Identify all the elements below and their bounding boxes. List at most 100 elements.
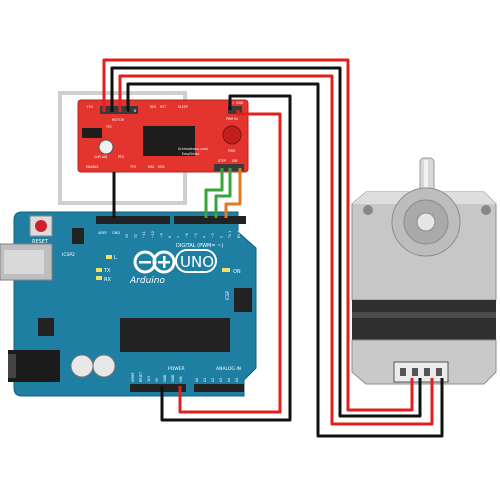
pin-label: 3V3 [147, 376, 151, 382]
pin-label: 7 [177, 236, 181, 238]
label-pwr-led: PWR [228, 149, 236, 153]
pin-label: A5 [235, 378, 239, 382]
led-rx [96, 276, 102, 280]
pin-label: ~3 [211, 233, 215, 238]
wire-dir [224, 168, 242, 218]
label-ms2: MS2 [158, 165, 165, 169]
capacitor [222, 125, 242, 145]
pin-label: ~10 [151, 231, 155, 238]
wire-step-2 [204, 168, 224, 218]
stepper-motor [351, 157, 497, 385]
led-tx-label: TX [103, 268, 111, 274]
brand-label: Arduino [129, 276, 165, 286]
arduino-logo [133, 250, 176, 274]
led-l-label: L [114, 255, 117, 261]
pin-label: ~6 [185, 233, 189, 238]
pin-label: IOREF [131, 372, 135, 382]
analog-pin-labels: A0 A1 A2 A3 A4 A5 [195, 378, 239, 382]
wire-coil-b1 [118, 74, 434, 426]
aref-label: AREF [98, 231, 107, 235]
icsp2-label: ICSP2 [62, 252, 75, 258]
pin-label: A3 [219, 378, 223, 382]
icsp-label: ICSP [225, 290, 230, 300]
regulator [38, 318, 54, 336]
analog-label: ANALOG IN [216, 366, 241, 372]
icsp-header [234, 288, 252, 312]
wire-coil-a1 [102, 58, 414, 412]
pin-label: TX 1 [228, 231, 232, 239]
pin-label: GND [163, 374, 167, 382]
power-label: POWER [168, 366, 185, 372]
model-label: UNO [180, 253, 214, 271]
label-dir: DIR [232, 159, 238, 163]
pin-label: 12 [134, 234, 138, 238]
screw-hole [481, 205, 491, 215]
label-gnd: GND [236, 101, 244, 105]
capacitor-1 [70, 354, 94, 378]
driver-chip [143, 126, 195, 156]
on-label: ON [233, 269, 241, 275]
digital-header-left [96, 216, 170, 224]
pwr-in-header [228, 106, 242, 114]
label-credit-1: Schmalzhaus.com/ [178, 147, 209, 151]
screw-hole [363, 205, 373, 215]
reset-button-cap[interactable] [35, 220, 47, 232]
pin-label: RESET [139, 372, 143, 382]
pin-label: RX 0 [237, 231, 241, 238]
label-coil-b: B [134, 109, 136, 113]
uno-badge [175, 249, 217, 273]
icsp2-header [72, 228, 84, 244]
pin-label: ~9 [159, 233, 163, 238]
analog-header [194, 384, 244, 392]
label-res: RES [150, 105, 156, 109]
wire-step [214, 168, 232, 218]
atmega-chip [120, 318, 230, 352]
digital-header-right [174, 216, 246, 224]
pin-label: 2 [220, 236, 224, 238]
label-m-plus: M+ [229, 101, 235, 105]
wires [102, 58, 444, 438]
pin-label: A2 [211, 378, 215, 382]
label-rst: RST [160, 105, 166, 109]
wire-pwr-vin [178, 110, 282, 414]
step-dir-header [214, 164, 244, 171]
label-sleep: SLEEP [178, 105, 188, 109]
label-tp1: TP1 [105, 125, 112, 129]
gnd-label: GND [112, 231, 120, 235]
label-pfd: PFD [118, 155, 125, 159]
led-rx-label: RX [104, 277, 111, 283]
pin-label: A4 [227, 378, 231, 382]
capacitor-2 [92, 354, 116, 378]
digital-label: DIGITAL (PWM= ~) [176, 243, 223, 249]
label-pwr-in: PWR IN [226, 117, 238, 121]
current-adjust-pot [98, 139, 114, 155]
pin-label: A0 [195, 378, 199, 382]
reset-label: RESET [32, 239, 49, 245]
pin-label: 13 [125, 234, 129, 238]
pin-label: 8 [168, 236, 172, 238]
label-5v: +5V [86, 105, 94, 109]
wire-coil-a2 [110, 66, 422, 418]
motor-stator [352, 300, 496, 340]
label-motor: MOTOR [112, 118, 125, 122]
pin-label: 4 [202, 236, 206, 238]
wire-pwr-gnd [160, 94, 292, 422]
led-tx [96, 268, 102, 272]
label-ms1: MS1 [148, 165, 155, 169]
pin-label: A1 [203, 378, 207, 382]
label-tp3: TP3 [129, 165, 136, 169]
pin-label: VIN [179, 376, 183, 382]
pin-label: ~5 [194, 233, 198, 238]
label-step: STEP [218, 159, 226, 163]
led-l [106, 255, 112, 259]
power-header [130, 384, 186, 392]
label-credit-2: EasyDriver [182, 152, 200, 156]
label-enable: ENABLE [86, 165, 99, 169]
led-on [222, 268, 230, 272]
pin-label: 5V [155, 377, 159, 382]
wire-coil-b2 [126, 82, 444, 438]
